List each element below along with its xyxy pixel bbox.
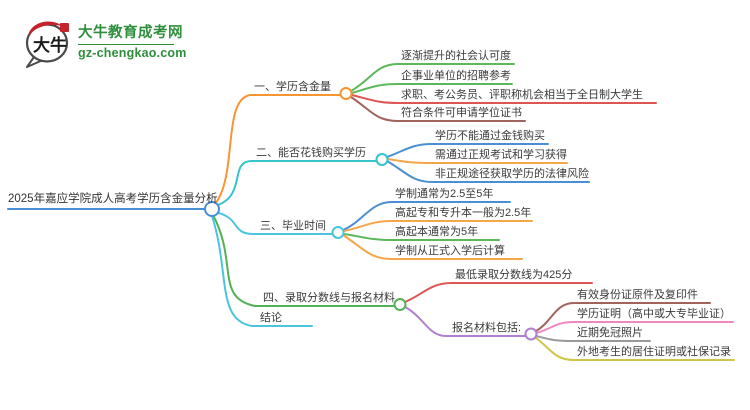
node-circle-materials[interactable] xyxy=(524,327,538,341)
branch3-label[interactable]: 三、毕业时间 xyxy=(260,220,326,232)
connector-b4-child1 xyxy=(404,282,593,303)
branch1-child4-label[interactable]: 符合条件可申请学位证书 xyxy=(401,107,522,119)
connector-b3-child2 xyxy=(343,220,533,232)
branch3-child1-label[interactable]: 学制通常为2.5至5年 xyxy=(395,188,494,200)
branch4-child1-label[interactable]: 最低录取分数线为425分 xyxy=(455,269,573,281)
connector-b3-child1 xyxy=(342,201,511,231)
node-circle-branch4[interactable] xyxy=(393,298,407,311)
materials-item2-label[interactable]: 学历证明（高中或大专毕业证） xyxy=(577,308,731,320)
connector-branch3 xyxy=(214,211,333,235)
conclusion-label[interactable]: 结论 xyxy=(260,312,282,324)
connector-b1-child2 xyxy=(351,83,513,94)
branch2-child2-label[interactable]: 需通过正规考试和学习获得 xyxy=(435,149,567,161)
connector-materials-item4 xyxy=(535,337,735,361)
logo-mark-text: 大牛 xyxy=(33,35,67,55)
node-circle-branch2[interactable] xyxy=(375,153,389,166)
node-circle-branch1[interactable] xyxy=(339,87,353,100)
connector-b2-child2 xyxy=(387,158,568,164)
materials-label[interactable]: 报名材料包括: xyxy=(452,322,522,334)
connector-b1-child4 xyxy=(350,96,526,122)
connector-branch4 xyxy=(212,214,395,307)
logo-bubble-icon: 大牛 xyxy=(25,21,69,68)
branch2-child3-label[interactable]: 非正规途径获取学历的法律风险 xyxy=(435,168,589,180)
site-domain: gz-chengkao.com xyxy=(78,46,187,60)
logo-text-block: 大牛教育成考网 gz-chengkao.com xyxy=(78,13,187,60)
connector-b2-child3 xyxy=(386,160,590,183)
branch3-child2-label[interactable]: 高起专和专升本一般为2.5年 xyxy=(395,207,532,219)
connector-materials-item2 xyxy=(535,321,734,334)
branch2-child1-label[interactable]: 学历不能通过金钱购买 xyxy=(435,130,545,142)
site-logo[interactable]: 大牛 大牛教育成考网 gz-chengkao.com xyxy=(20,13,187,69)
branch1-child1-label[interactable]: 逐渐提升的社会认可度 xyxy=(401,50,511,62)
branch3-child4-label[interactable]: 学制从正式入学后计算 xyxy=(395,245,505,257)
branch4-label[interactable]: 四、录取分数线与报名材料 xyxy=(263,292,395,304)
connector-b3-child4 xyxy=(342,234,523,260)
connector-b1-child3 xyxy=(351,94,657,104)
materials-item3-label[interactable]: 近期免冠照片 xyxy=(577,327,643,339)
branch2-label[interactable]: 二、能否花钱购买学历 xyxy=(256,147,366,159)
mindmap-root-title[interactable]: 2025年嘉应学院成人高考学历含金量分析 xyxy=(8,193,218,205)
connector-materials-item3 xyxy=(535,335,651,342)
materials-item1-label[interactable]: 有效身份证原件及复印件 xyxy=(577,289,698,301)
connector-b1-child1 xyxy=(350,63,515,92)
connector-materials-item1 xyxy=(535,302,711,332)
connector-branch5-conclusion xyxy=(211,215,313,327)
connector-b3-child3 xyxy=(343,233,500,241)
connector-branch2 xyxy=(214,160,377,207)
branch1-child2-label[interactable]: 企事业单位的招聘参考 xyxy=(401,70,511,82)
branch3-child3-label[interactable]: 高起本通常为5年 xyxy=(395,226,479,238)
connector-branch1 xyxy=(214,94,341,205)
branch1-label[interactable]: 一、学历含金量 xyxy=(254,81,331,93)
connector-b2-child1 xyxy=(386,143,549,158)
connector-b4-child2 xyxy=(404,306,526,337)
site-name: 大牛教育成考网 xyxy=(78,25,183,41)
logo-divider xyxy=(78,44,174,45)
node-circle-root[interactable] xyxy=(204,201,220,217)
node-circle-branch3[interactable] xyxy=(331,226,345,239)
branch1-child3-label[interactable]: 求职、考公务员、评职称机会相当于全日制大学生 xyxy=(401,89,643,101)
materials-item4-label[interactable]: 外地考生的居住证明或社保记录 xyxy=(577,346,731,358)
